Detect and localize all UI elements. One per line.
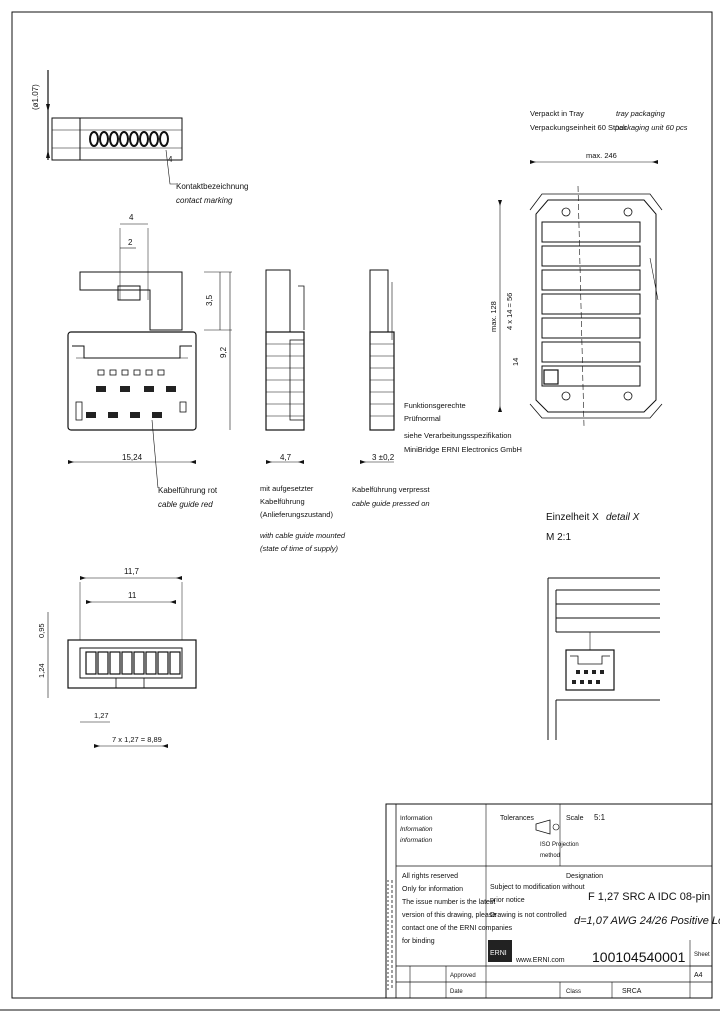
drawing-frame xyxy=(11,11,713,999)
sheet-label: Sheet xyxy=(694,952,710,958)
scale-value: 5:1 xyxy=(594,813,606,822)
product-subtitle: d=1,07 AWG 24/26 Positive Lock xyxy=(574,915,720,927)
side2-note-2: cable guide pressed on xyxy=(352,499,430,508)
rights-line-6: for binding xyxy=(402,938,435,945)
side-view-pressed: 3 ±0,2 Kabelführung verpresst cable guid… xyxy=(352,269,522,508)
dim-11-7: 11,7 xyxy=(124,567,140,576)
function-note-3: siehe Verarbeitungsspezifikation xyxy=(404,431,512,440)
projection-label: ISO Projection xyxy=(540,842,579,848)
subject-line-3: Drawing is not controlled xyxy=(490,912,567,919)
cavity-row-middle xyxy=(96,386,176,392)
detail-title-de: Einzelheit X xyxy=(546,512,599,523)
detail-scale: M 2:1 xyxy=(546,532,571,543)
tray-packaging-en: tray packaging xyxy=(616,109,666,118)
info-line-1: Information xyxy=(400,815,433,822)
contact-number: 4 xyxy=(168,155,173,164)
function-note-2: Prüfnormal xyxy=(404,414,441,423)
tray-slots xyxy=(541,221,641,387)
contact-marking-de: Kontaktbezeichnung xyxy=(176,182,249,191)
top-view: (ø1.07) 4 Kontaktbezeichnung contact mar… xyxy=(31,70,249,205)
side1-note-3: (Anlieferungszustand) xyxy=(260,510,333,519)
tolerances-label: Tolerances xyxy=(500,815,534,822)
erni-logo xyxy=(488,940,512,962)
dim-4: 4 xyxy=(129,213,134,222)
tray-unit-de: Verpackungseinheit 60 Stück xyxy=(530,123,627,132)
rights-line-1: All rights reserved xyxy=(402,873,458,880)
dim-1-27: 1,27 xyxy=(94,711,109,720)
projection-sub: method xyxy=(540,853,560,859)
dim-3-5: 3,5 xyxy=(205,294,214,306)
function-note-1: Funktionsgerechte xyxy=(404,401,466,410)
title-block: Information Information information Tole… xyxy=(385,803,720,999)
tray-unit-en: packaging unit 60 pcs xyxy=(614,123,688,132)
info-line-2: Information xyxy=(400,826,433,833)
logo-text: ERNI xyxy=(490,950,507,957)
date-label: Date xyxy=(450,989,463,995)
dim-1-24: 1,24 xyxy=(37,663,46,678)
info-line-3: information xyxy=(400,837,433,844)
tray-packaging-de: Verpackt in Tray xyxy=(530,109,584,118)
dim-9-2: 9,2 xyxy=(219,346,228,358)
designation-label: Designation xyxy=(566,873,603,880)
tray-drawing: Verpackt in Tray tray packaging Verpacku… xyxy=(489,109,688,427)
dim-2: 2 xyxy=(128,238,133,247)
contact-row xyxy=(89,131,169,147)
class-label: Class xyxy=(566,989,581,995)
detail-x: Einzelheit X detail X M 2:1 xyxy=(546,512,660,740)
scale-label: Scale xyxy=(566,815,584,822)
cable-guide-de: Kabelführung rot xyxy=(158,486,218,495)
tray-small-dim: 14 xyxy=(511,358,520,366)
side1-note-1: mit aufgesetzter xyxy=(260,484,314,493)
dim-15-24: 15,24 xyxy=(122,453,143,462)
detail-title-en: detail X xyxy=(606,512,640,523)
side1-note-5: (state of time of supply) xyxy=(260,544,338,553)
dim-11: 11 xyxy=(128,591,137,600)
tray-pitch-dim: 4 x 14 = 56 xyxy=(505,293,514,330)
approved-label: Approved xyxy=(450,973,476,979)
rights-line-5: contact one of the ERNI companies xyxy=(402,925,513,932)
cavity-row-upper xyxy=(97,369,165,376)
side2-note-1: Kabelführung verpresst xyxy=(352,485,430,494)
tray-width-dim: max. 246 xyxy=(586,151,617,160)
contact-marking-en: contact marking xyxy=(176,196,233,205)
pitch-dim-label: (ø1.07) xyxy=(31,84,40,110)
sheet-size: A4 xyxy=(694,972,703,979)
bottom-contact-row xyxy=(85,651,181,675)
rights-line-4: version of this drawing, please xyxy=(402,912,496,919)
dim-pitch: 7 x 1,27 = 8,89 xyxy=(112,735,162,744)
function-note-4: MiniBridge ERNI Electronics GmbH xyxy=(404,445,522,454)
rights-line-3: The issue number is the latest xyxy=(402,899,495,906)
bottom-view: 11,7 11 0,95 1,24 1,27 7 x 1,27 = 8,89 xyxy=(37,567,197,748)
projection-symbol-icon xyxy=(535,819,560,835)
revision-strip xyxy=(387,880,393,990)
side1-note-4: with cable guide mounted xyxy=(260,531,346,540)
side1-note-2: Kabelführung xyxy=(260,497,305,506)
product-title: F 1,27 SRC A IDC 08-pin xyxy=(588,891,710,903)
side-view-with-guide: 4,7 mit aufgesetzter Kabelführung (Anlie… xyxy=(260,269,346,553)
subject-line-2: prior notice xyxy=(490,897,525,904)
side1-dim: 4,7 xyxy=(280,453,292,462)
side2-dim: 3 ±0,2 xyxy=(372,453,395,462)
rights-line-2: Only for information xyxy=(402,886,463,893)
dim-0-95: 0,95 xyxy=(37,623,46,638)
front-view: 4 2 xyxy=(67,213,232,509)
class-value: SRCA xyxy=(622,988,642,995)
cavity-row-lower xyxy=(86,412,162,418)
cable-guide-en: cable guide red xyxy=(158,500,213,509)
tray-height-dim: max. 128 xyxy=(489,301,498,332)
website: www.ERNI.com xyxy=(515,957,565,964)
subject-line-1: Subject to modification without xyxy=(490,884,585,891)
part-number: 100104540001 xyxy=(592,949,686,965)
